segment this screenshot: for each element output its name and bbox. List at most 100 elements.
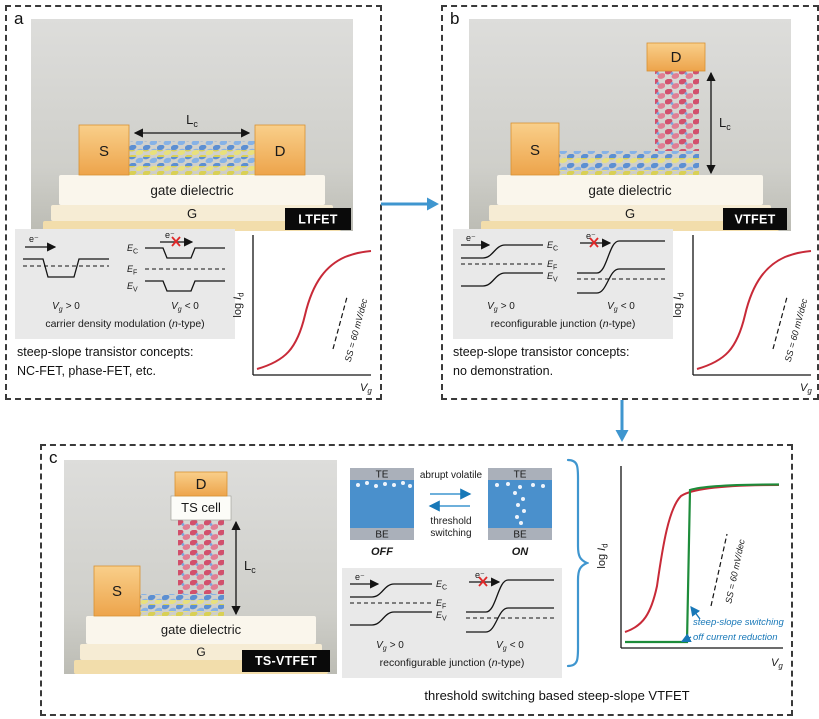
electron-label: e⁻ — [355, 572, 365, 582]
ev-label: EV — [127, 281, 138, 294]
valence-band — [577, 268, 665, 294]
source-contact — [510, 122, 560, 176]
electron-label: e⁻ — [586, 231, 596, 241]
electron-label: e⁻ — [466, 233, 476, 243]
band-diagram-carrier-modulation: e⁻ Vg> 0 e⁻ EC EF EV Vg< 0 carrier densi… — [15, 229, 235, 339]
gate-dielectric-label: gate dielectric — [588, 183, 672, 198]
device-type-badge — [242, 650, 330, 672]
device-type-badge-label: LTFET — [298, 213, 338, 227]
channel-layers — [559, 151, 699, 175]
electron-label: e⁻ — [165, 230, 175, 240]
x-axis-label: Vg — [360, 382, 372, 395]
x-axis-label: Vg — [771, 657, 783, 671]
valence-band — [466, 607, 554, 633]
panel-c: c S D TS cell gate dielectric G Lc TS-VT… — [40, 444, 793, 716]
ev-label: EV — [547, 271, 558, 284]
valence-band — [461, 272, 543, 287]
gate-electrode-slab — [51, 205, 333, 221]
top-electrode-bar — [350, 468, 414, 480]
y-axis-label: logId — [673, 292, 686, 317]
on-state-label: ON — [512, 546, 530, 558]
bottom-electrode-bar — [350, 528, 414, 540]
panel-a-label: a — [14, 9, 24, 28]
conduction-band-well — [23, 258, 109, 278]
note-line-1: steep-slope transistor concepts: — [453, 345, 630, 359]
ts-cell-block — [170, 495, 232, 521]
vertical-fin-layers — [655, 71, 699, 151]
arrow-b-to-c — [615, 400, 629, 442]
brace-path — [566, 458, 589, 668]
y-axis-label: logId — [596, 543, 610, 568]
note-line-2: no demonstration. — [453, 363, 554, 378]
valence-band — [350, 611, 432, 626]
vg-negative-label: Vg< 0 — [496, 640, 524, 653]
y-axis-label: logId — [233, 292, 246, 317]
vg-negative-label: Vg< 0 — [607, 301, 635, 314]
channel-length-label: Lc — [244, 558, 256, 575]
reference-curve-red — [624, 484, 780, 633]
band-right-vg-negative: e⁻ EC EF EV Vg< 0 — [127, 230, 225, 314]
vg-negative-label: Vg< 0 — [171, 301, 199, 314]
be-label: BE — [513, 530, 527, 541]
drain-label: D — [196, 476, 207, 493]
gate-label: G — [187, 206, 197, 221]
panel-b-label: b — [450, 9, 460, 28]
source-label: S — [112, 583, 122, 600]
te-label: TE — [376, 470, 389, 481]
bottom-electrode-bar — [488, 528, 552, 540]
ef-label: EF — [127, 264, 137, 277]
be-label: BE — [375, 530, 389, 541]
ts-vtfet-transfer-plot: SS = 60 mV/dec steep-slope switching off… — [596, 466, 785, 671]
blocked-x-icon — [478, 576, 488, 587]
conduction-band — [461, 244, 543, 259]
panel-a-note: steep-slope transistor concepts: NC-FET,… — [17, 343, 193, 381]
band-left-vg-positive: e⁻ EC EF EV Vg> 0 — [350, 572, 447, 653]
device-type-badge-label: TS-VTFET — [255, 654, 317, 668]
ts-cell-on: TE BE ON — [488, 468, 552, 558]
blocked-x-icon — [589, 237, 599, 248]
substrate-slab — [481, 221, 779, 231]
band-diagram-caption: reconfigurable junction (n-type) — [491, 318, 636, 330]
ec-label: EC — [547, 240, 558, 253]
steep-slope-annotation-arrow — [690, 606, 701, 620]
x-axis-label: Vg — [800, 382, 812, 395]
ltfet-device-illustration: S D gate dielectric G Lc LTFET — [31, 19, 353, 231]
device-type-badge — [285, 208, 351, 230]
id-vg-curve — [256, 250, 372, 370]
filament-dots — [495, 482, 545, 525]
transfer-curve-plot: SS = 60 mV/dec logId Vg — [673, 235, 812, 395]
panel-c-label: c — [49, 448, 58, 467]
gate-dielectric-label: gate dielectric — [161, 622, 242, 637]
conduction-band — [577, 240, 665, 274]
ev-label: EV — [436, 610, 447, 623]
blocked-x-icon — [171, 236, 181, 247]
channel-layers — [129, 141, 255, 175]
steep-slope-annotation: steep-slope switching — [693, 617, 785, 628]
electron-label: e⁻ — [29, 234, 39, 244]
gate-label: G — [196, 645, 205, 659]
band-right-vg-negative: e⁻ Vg< 0 — [466, 570, 554, 653]
arrow-head — [427, 197, 439, 211]
channel-layers — [140, 594, 224, 616]
panel-c-caption: threshold switching based steep-slope VT… — [424, 688, 690, 703]
drain-label: D — [275, 143, 286, 160]
note-line-2: NC-FET, phase-FET, etc. — [17, 363, 156, 378]
vg-positive-label: Vg> 0 — [487, 301, 515, 314]
threshold-switch-schematic: TE BE OFF TE BE ON abrupt volatile thres… — [350, 468, 552, 558]
ss-label: SS = 60 mV/dec — [723, 538, 746, 604]
band-diagram-reconfigurable-junction: e⁻ EC EF EV Vg> 0 e⁻ Vg< 0 reconfigurabl… — [453, 229, 673, 339]
conduction-band — [350, 583, 432, 598]
note-line-1: steep-slope transistor concepts: — [17, 345, 194, 359]
arrow-head — [615, 430, 629, 442]
vg-positive-label: Vg> 0 — [376, 640, 404, 653]
threshold-label-line1: threshold — [430, 516, 471, 527]
off-current-annotation: off current reduction — [693, 632, 778, 643]
gate-label: G — [625, 206, 635, 221]
channel-length-label: Lc — [719, 115, 731, 132]
drain-contact — [646, 42, 706, 72]
channel-length-label: Lc — [186, 112, 198, 129]
ss-label: SS = 60 mV/dec — [783, 297, 810, 363]
electron-label: e⁻ — [475, 570, 485, 580]
source-label: S — [99, 143, 109, 160]
device-type-badge-label: VTFET — [734, 213, 775, 227]
